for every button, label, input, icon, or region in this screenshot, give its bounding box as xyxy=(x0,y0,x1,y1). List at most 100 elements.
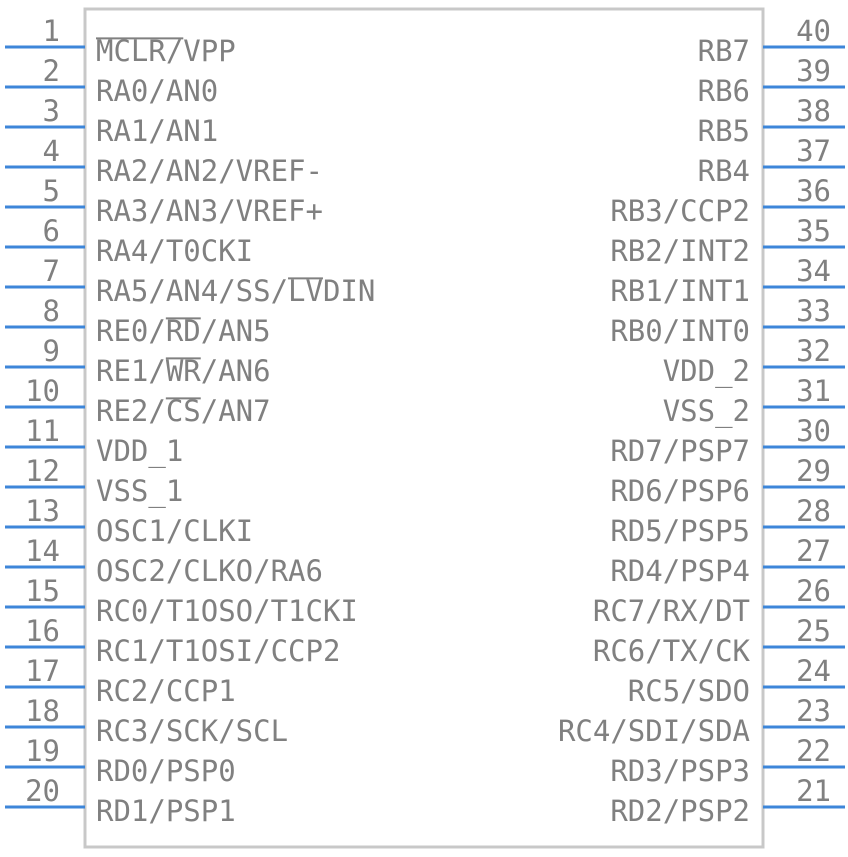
pin-name-15: RC0/T1OSO/T1CKI xyxy=(96,594,358,628)
pin-name-23: RC4/SDI/SDA xyxy=(558,714,750,748)
pin-name-6: RA4/T0CKI xyxy=(96,234,253,268)
pin-name-28: RD5/PSP5 xyxy=(610,514,750,548)
pin-name-12: VSS_1 xyxy=(96,474,183,509)
pin-number-15: 15 xyxy=(25,574,60,608)
pin-name-30: RD7/PSP7 xyxy=(610,434,750,468)
pin-name-35: RB2/INT2 xyxy=(610,234,750,268)
pin-number-27: 27 xyxy=(796,534,831,568)
pin-number-16: 16 xyxy=(25,614,60,648)
pin-number-38: 38 xyxy=(796,94,831,128)
pin-number-33: 33 xyxy=(796,294,831,328)
pin-name-33: RB0/INT0 xyxy=(610,314,750,348)
pin-number-37: 37 xyxy=(796,134,831,168)
pin-name-31: VSS_2 xyxy=(663,394,750,429)
pin-name-34: RB1/INT1 xyxy=(610,274,750,308)
pin-number-6: 6 xyxy=(43,214,60,248)
left-pin-group: 1MCLR/VPP2RA0/AN03RA1/AN14RA2/AN2/VREF-5… xyxy=(5,14,375,828)
pin-name-36: RB3/CCP2 xyxy=(610,194,750,228)
pin-number-20: 20 xyxy=(25,774,60,808)
pin-name-10: RE2/CS/AN7 xyxy=(96,394,271,428)
pin-number-32: 32 xyxy=(796,334,831,368)
pin-number-11: 11 xyxy=(25,414,60,448)
pin-number-39: 39 xyxy=(796,54,831,88)
pin-name-9: RE1/WR/AN6 xyxy=(96,354,271,388)
pin-name-1: MCLR/VPP xyxy=(96,34,236,68)
pin-name-5: RA3/AN3/VREF+ xyxy=(96,194,323,228)
pin-number-40: 40 xyxy=(796,14,831,48)
pin-number-26: 26 xyxy=(796,574,831,608)
right-pin-group: 40RB739RB638RB537RB436RB3/CCP235RB2/INT2… xyxy=(558,14,845,828)
pin-number-13: 13 xyxy=(25,494,60,528)
pin-name-29: RD6/PSP6 xyxy=(610,474,750,508)
pin-number-1: 1 xyxy=(43,14,60,48)
pin-name-3: RA1/AN1 xyxy=(96,114,218,148)
pin-name-2: RA0/AN0 xyxy=(96,74,218,108)
pin-number-28: 28 xyxy=(796,494,831,528)
pin-name-14: OSC2/CLKO/RA6 xyxy=(96,554,323,588)
pin-name-27: RD4/PSP4 xyxy=(610,554,750,588)
pin-number-3: 3 xyxy=(43,94,60,128)
pin-number-29: 29 xyxy=(796,454,831,488)
pin-number-31: 31 xyxy=(796,374,831,408)
pin-number-4: 4 xyxy=(43,134,60,168)
pin-name-4: RA2/AN2/VREF- xyxy=(96,154,323,188)
pin-number-19: 19 xyxy=(25,734,60,768)
pin-name-16: RC1/T1OSI/CCP2 xyxy=(96,634,340,668)
pin-number-34: 34 xyxy=(796,254,831,288)
pin-number-35: 35 xyxy=(796,214,831,248)
pin-number-17: 17 xyxy=(25,654,60,688)
pin-number-22: 22 xyxy=(796,734,831,768)
pin-number-9: 9 xyxy=(43,334,60,368)
pin-number-14: 14 xyxy=(25,534,60,568)
chip-body xyxy=(83,7,765,849)
pin-name-38: RB5 xyxy=(698,114,750,148)
pin-number-7: 7 xyxy=(43,254,60,288)
pin-name-22: RD3/PSP3 xyxy=(610,754,750,788)
pin-name-7: RA5/AN4/SS/LVDIN xyxy=(96,274,375,308)
pin-name-24: RC5/SDO xyxy=(628,674,750,708)
active-low-overbars xyxy=(96,37,323,400)
pin-name-8: RE0/RD/AN5 xyxy=(96,314,271,348)
pin-number-21: 21 xyxy=(796,774,831,808)
pin-name-20: RD1/PSP1 xyxy=(96,794,236,828)
pin-number-18: 18 xyxy=(25,694,60,728)
pin-name-11: VDD_1 xyxy=(96,434,183,469)
pin-number-23: 23 xyxy=(796,694,831,728)
pin-number-24: 24 xyxy=(796,654,831,688)
pin-name-39: RB6 xyxy=(698,74,750,108)
